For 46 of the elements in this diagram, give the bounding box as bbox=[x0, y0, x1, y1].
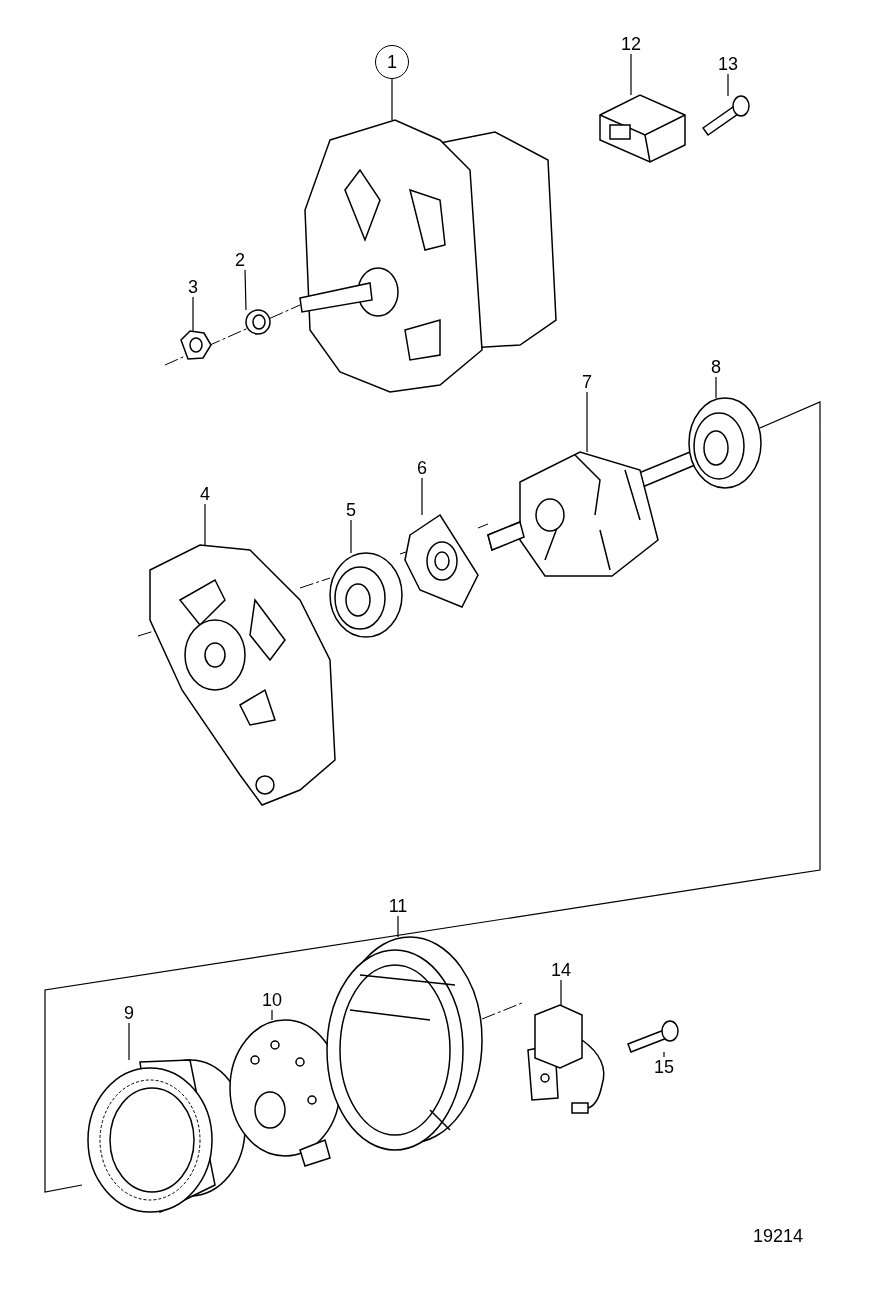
callout-number: 4 bbox=[200, 484, 210, 504]
bolt-drawing bbox=[701, 95, 750, 137]
leader-line bbox=[244, 269, 247, 311]
rotor-drawing bbox=[487, 451, 696, 577]
ball-bearing-drawing bbox=[688, 397, 762, 489]
terminal-box-drawing bbox=[527, 1004, 605, 1114]
leader-line bbox=[586, 391, 588, 453]
brush-plate-drawing bbox=[229, 1019, 341, 1167]
callout-number: 1 bbox=[375, 45, 409, 79]
callout-number: 13 bbox=[718, 54, 738, 74]
nut-drawing bbox=[180, 330, 212, 360]
leader-line bbox=[727, 73, 729, 97]
callout-number: 10 bbox=[262, 990, 282, 1010]
leader-line bbox=[128, 1022, 130, 1061]
end-shield-drawing bbox=[149, 544, 336, 806]
leader-line bbox=[630, 53, 632, 96]
callout-number: 8 bbox=[711, 357, 721, 377]
callout-number: 2 bbox=[235, 250, 245, 270]
washer-drawing bbox=[245, 309, 271, 335]
screw-drawing bbox=[627, 1020, 679, 1053]
leader-line bbox=[350, 519, 352, 554]
stator-drawing bbox=[87, 1059, 246, 1214]
bearing-plate-drawing bbox=[404, 513, 479, 608]
drawing-number: 19214 bbox=[752, 1226, 804, 1246]
callout-number: 11 bbox=[388, 896, 408, 916]
callout-number: 7 bbox=[582, 372, 592, 392]
leader-line bbox=[421, 477, 423, 516]
leader-line bbox=[560, 979, 562, 1006]
callout-number: 6 bbox=[417, 458, 427, 478]
leader-line bbox=[715, 376, 717, 399]
voltage-regulator-drawing bbox=[599, 94, 686, 163]
leader-line bbox=[391, 78, 393, 121]
leader-line bbox=[397, 915, 399, 938]
callout-number: 14 bbox=[551, 960, 571, 980]
leader-line bbox=[192, 296, 194, 332]
callout-number: 5 bbox=[346, 500, 356, 520]
callout-number: 9 bbox=[124, 1003, 134, 1023]
ball-bearing-drawing bbox=[329, 552, 403, 638]
callout-number: 12 bbox=[621, 34, 641, 54]
cover-drawing bbox=[326, 936, 483, 1151]
leader-line bbox=[271, 1009, 273, 1021]
alternator-drawing bbox=[299, 119, 557, 393]
leader-line bbox=[204, 503, 206, 546]
callout-number: 15 bbox=[654, 1057, 674, 1077]
leader-line bbox=[663, 1051, 665, 1058]
callout-number: 3 bbox=[188, 277, 198, 297]
